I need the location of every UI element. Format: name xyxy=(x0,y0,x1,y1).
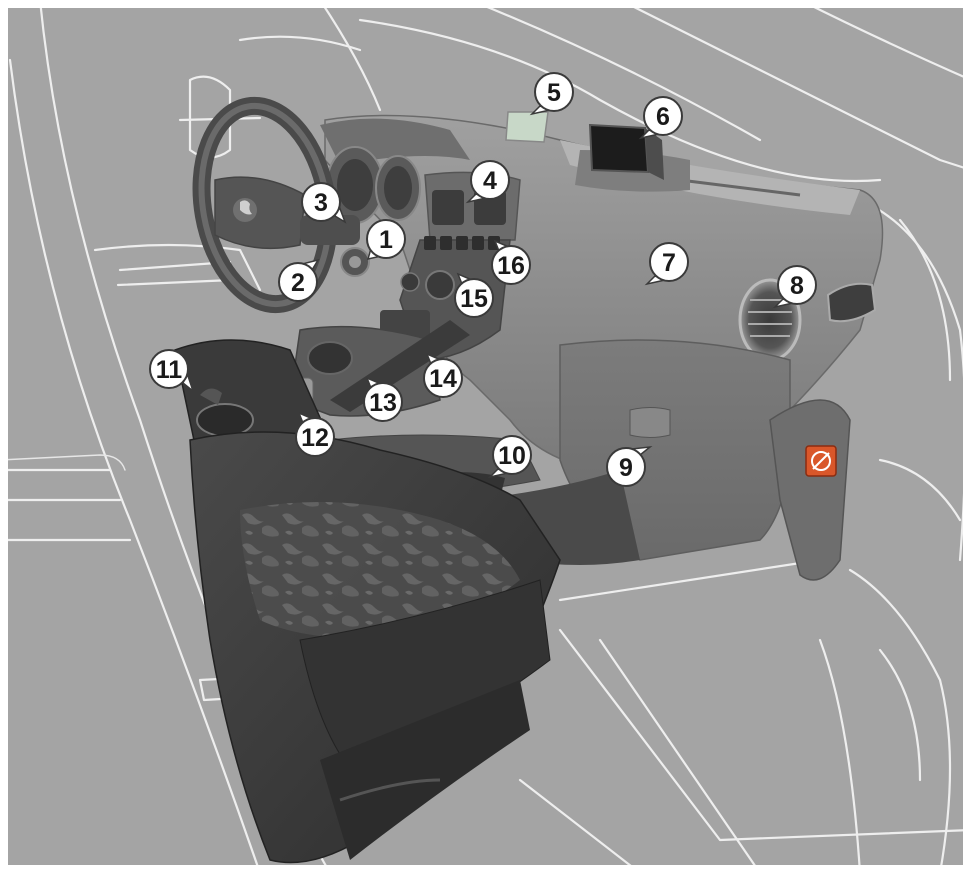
callout-14-label: 14 xyxy=(429,365,457,393)
callout-6: 6 xyxy=(638,96,683,140)
callout-1: 1 xyxy=(366,219,406,261)
callout-9-label: 9 xyxy=(619,454,633,482)
lion-emblem-icon xyxy=(233,198,257,222)
callout-14: 14 xyxy=(423,352,463,398)
callout-4-label: 4 xyxy=(483,167,497,195)
callout-8-label: 8 xyxy=(790,272,804,300)
callout-16: 16 xyxy=(491,239,531,285)
callout-1-label: 1 xyxy=(379,226,393,254)
head-up-sensor xyxy=(505,111,549,143)
callout-8: 8 xyxy=(772,265,817,309)
callout-12: 12 xyxy=(295,411,335,457)
airbag-deactivation-icon xyxy=(805,445,837,477)
callout-13: 13 xyxy=(363,376,403,422)
callout-4: 4 xyxy=(465,160,510,204)
callout-13-label: 13 xyxy=(369,389,397,417)
callout-15-label: 15 xyxy=(460,285,488,313)
callout-11: 11 xyxy=(149,349,195,394)
callout-9: 9 xyxy=(606,445,653,487)
callout-2-label: 2 xyxy=(291,269,305,297)
callout-5: 5 xyxy=(529,72,574,116)
callout-11-label: 11 xyxy=(156,356,183,384)
dashboard-display-screen xyxy=(575,123,690,192)
callout-10: 10 xyxy=(487,435,532,479)
callout-3: 3 xyxy=(301,182,347,224)
callout-markers: 1 2 3 4 5 6 7 xyxy=(149,72,817,487)
front-seat xyxy=(174,339,561,864)
callout-6-label: 6 xyxy=(656,103,670,131)
callout-2: 2 xyxy=(278,258,320,302)
callout-3-label: 3 xyxy=(314,189,328,217)
callout-16-label: 16 xyxy=(497,252,525,280)
callout-7-label: 7 xyxy=(662,249,676,277)
callout-10-label: 10 xyxy=(498,442,526,470)
callout-5-label: 5 xyxy=(547,79,561,107)
callout-7: 7 xyxy=(644,242,689,286)
callout-12-label: 12 xyxy=(301,424,329,452)
center-console xyxy=(257,171,521,417)
callout-15: 15 xyxy=(454,272,494,318)
